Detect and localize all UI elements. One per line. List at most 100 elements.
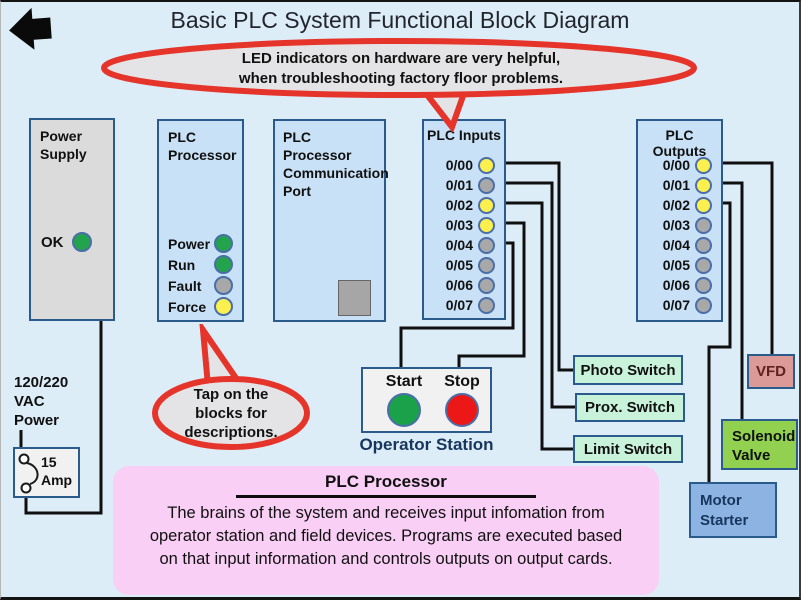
stop-control: Stop bbox=[438, 373, 486, 427]
led-label: 0/00 bbox=[662, 157, 690, 173]
led-indicator bbox=[478, 196, 495, 214]
led-row: 0/06 bbox=[638, 275, 721, 295]
led-label: 0/06 bbox=[445, 277, 473, 293]
led-row: 0/02 bbox=[638, 195, 721, 215]
led-label: Force bbox=[168, 298, 207, 315]
led-label: 0/03 bbox=[662, 217, 690, 233]
wire-input-003-stop bbox=[457, 221, 526, 370]
circuit-breaker-block[interactable]: 15 Amp bbox=[13, 447, 80, 498]
outputs-led-list: 0/00 0/01 0/02 0/03 0/04 0/05 0/06 0/07 bbox=[638, 155, 721, 315]
led-indicator bbox=[695, 216, 712, 234]
block-title: Power Supply bbox=[40, 128, 87, 162]
led-label: Power bbox=[168, 235, 211, 252]
block-title: PLC Outputs bbox=[652, 127, 707, 159]
vac-power-label: 120/220 VAC Power bbox=[14, 373, 68, 430]
plc-outputs-block[interactable]: PLC Outputs 0/00 0/01 0/02 0/03 0/04 0/05 0/06… bbox=[636, 119, 723, 322]
description-body: The brains of the system and receives in… bbox=[149, 504, 623, 568]
motor-starter-block[interactable]: Motor Starter bbox=[689, 482, 777, 538]
wire-power-supply-breaker bbox=[24, 318, 103, 515]
block-title: PLC Processor Communication Port bbox=[283, 129, 389, 199]
callout-line: LED indicators on hardware are very help… bbox=[241, 50, 561, 67]
back-arrow-icon bbox=[9, 7, 52, 50]
comm-port-block[interactable]: PLC Processor Communication Port bbox=[273, 119, 389, 322]
led-indicator bbox=[695, 236, 712, 254]
callout-line: descriptions. bbox=[184, 424, 278, 441]
led-row: 0/01 bbox=[638, 175, 721, 195]
led-indicator bbox=[478, 156, 495, 174]
description-underline bbox=[236, 495, 536, 498]
wire-input-000-photo-switch bbox=[505, 161, 574, 372]
callout-line: Tap on the bbox=[193, 386, 269, 403]
start-label: Start bbox=[385, 373, 423, 390]
led-indicator bbox=[214, 297, 233, 316]
led-label: 0/04 bbox=[445, 237, 473, 253]
comm-port-connector-icon bbox=[338, 280, 371, 316]
led-row: Fault bbox=[159, 275, 242, 296]
block-title: Prox. Switch bbox=[584, 399, 676, 416]
led-label: 0/07 bbox=[445, 297, 473, 313]
vac-line: Power bbox=[14, 412, 60, 429]
callout-line: blocks for bbox=[195, 405, 267, 422]
led-label: 0/03 bbox=[445, 217, 473, 233]
stop-button[interactable] bbox=[445, 393, 479, 427]
led-row: 0/02 bbox=[424, 195, 504, 215]
wire-input-002-limit-switch bbox=[505, 201, 574, 451]
led-label: 0/02 bbox=[662, 197, 690, 213]
block-title: Limit Switch bbox=[583, 440, 673, 458]
wire-output-000-vfd bbox=[722, 161, 774, 356]
block-title: Motor Starter bbox=[700, 492, 749, 529]
circuit-breaker-icon bbox=[18, 453, 39, 494]
led-label: 0/00 bbox=[445, 157, 473, 173]
led-callout-text: LED indicators on hardware are very help… bbox=[171, 49, 631, 89]
start-button[interactable] bbox=[387, 393, 421, 427]
led-row: Run bbox=[159, 254, 242, 275]
led-row: 0/01 bbox=[424, 175, 504, 195]
solenoid-valve-block[interactable]: Solenoid Valve bbox=[721, 419, 798, 470]
vfd-block[interactable]: VFD bbox=[747, 354, 795, 389]
start-control: Start bbox=[380, 373, 428, 427]
description-title: PLC Processor bbox=[325, 472, 447, 491]
wire-input-001-prox-switch bbox=[505, 181, 577, 409]
led-indicator bbox=[695, 276, 712, 294]
limit-switch-block[interactable]: Limit Switch bbox=[573, 435, 683, 463]
tap-callout-text: Tap on the blocks for descriptions. bbox=[161, 385, 301, 442]
wire-output-002-motor bbox=[707, 201, 732, 484]
operator-station-caption: Operator Station bbox=[359, 435, 494, 454]
block-title: Solenoid Valve bbox=[732, 428, 796, 464]
led-row: 0/03 bbox=[638, 215, 721, 235]
operator-station-block[interactable]: Start Stop bbox=[361, 367, 492, 433]
photo-switch-block[interactable]: Photo Switch bbox=[573, 355, 683, 385]
led-label: 0/05 bbox=[662, 257, 690, 273]
led-row: Power bbox=[159, 233, 242, 254]
led-row: 0/07 bbox=[424, 295, 504, 315]
prox-switch-block[interactable]: Prox. Switch bbox=[575, 393, 685, 422]
block-title: Photo Switch bbox=[580, 361, 676, 379]
led-indicator bbox=[214, 234, 233, 253]
led-row: 0/00 bbox=[424, 155, 504, 175]
led-label: 0/01 bbox=[662, 177, 690, 193]
led-label: 0/07 bbox=[662, 297, 690, 313]
callout-ellipse bbox=[152, 376, 310, 450]
back-button[interactable] bbox=[7, 6, 55, 52]
vac-line: 120/220 bbox=[14, 374, 69, 391]
led-row: 0/04 bbox=[638, 235, 721, 255]
power-supply-ok-row: OK bbox=[41, 232, 92, 252]
power-supply-block[interactable]: Power Supply OK bbox=[29, 118, 115, 321]
led-label: 0/01 bbox=[445, 177, 473, 193]
led-indicator bbox=[214, 276, 233, 295]
led-row: 0/03 bbox=[424, 215, 504, 235]
led-label: 0/02 bbox=[445, 197, 473, 213]
led-row: 0/05 bbox=[424, 255, 504, 275]
led-indicator bbox=[695, 156, 712, 174]
vac-line: VAC bbox=[14, 393, 45, 410]
tap-callout-bubble bbox=[152, 324, 310, 450]
led-indicator bbox=[478, 216, 495, 234]
led-callout-bubble bbox=[101, 38, 697, 132]
led-label: Fault bbox=[168, 277, 202, 294]
led-indicator bbox=[478, 276, 495, 294]
breaker-rating-label: 15 Amp bbox=[41, 454, 73, 488]
